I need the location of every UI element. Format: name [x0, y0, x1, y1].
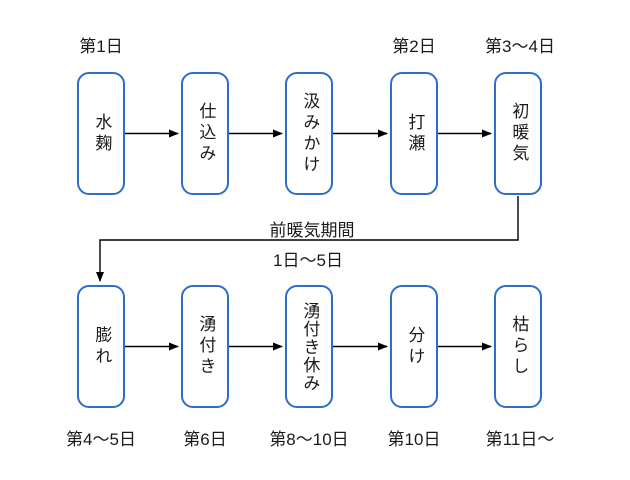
day-label-hatsudanki: 第3〜4日 [485, 37, 555, 56]
day-label-wake: 第10日 [387, 430, 441, 449]
box-shikomi-label: 仕込み [196, 102, 216, 165]
day-label-wakitsuki: 第6日 [183, 430, 227, 449]
connector-label-period-days: 1日〜5日 [273, 251, 343, 270]
box-hatsudanki: 初暖気 [494, 72, 542, 195]
box-wakitsuki: 湧付き [181, 285, 229, 408]
box-fukure-label: 膨れ [92, 325, 112, 368]
box-utase: 打瀬 [390, 72, 438, 195]
box-karashi-label: 枯らし [509, 315, 529, 378]
connector-label-period-name: 前暖気期間 [269, 221, 355, 240]
box-wakitsuki-yasumi: 湧付き休み [285, 285, 333, 408]
box-hatsudanki-label: 初暖気 [509, 102, 529, 165]
box-kumikake-label: 汲みかけ [300, 91, 320, 176]
day-label-utase: 第2日 [392, 37, 436, 56]
box-fukure: 膨れ [77, 285, 125, 408]
box-wake-label: 分け [405, 325, 425, 368]
day-label-karashi: 第11日〜 [485, 430, 555, 449]
box-mizu-koji: 水麹 [77, 72, 125, 195]
box-karashi: 枯らし [494, 285, 542, 408]
box-utase-label: 打瀬 [405, 112, 425, 155]
day-label-wakitsuki-yasumi: 第8〜10日 [269, 430, 349, 449]
box-shikomi: 仕込み [181, 72, 229, 195]
day-label-fukure: 第4〜5日 [66, 430, 136, 449]
box-mizu-koji-label: 水麹 [92, 112, 112, 155]
box-wake: 分け [390, 285, 438, 408]
day-label-mizu-koji: 第1日 [79, 37, 123, 56]
box-kumikake: 汲みかけ [285, 72, 333, 195]
box-wakitsuki-yasumi-label: 湧付き休み [300, 301, 320, 392]
box-wakitsuki-label: 湧付き [196, 315, 216, 378]
